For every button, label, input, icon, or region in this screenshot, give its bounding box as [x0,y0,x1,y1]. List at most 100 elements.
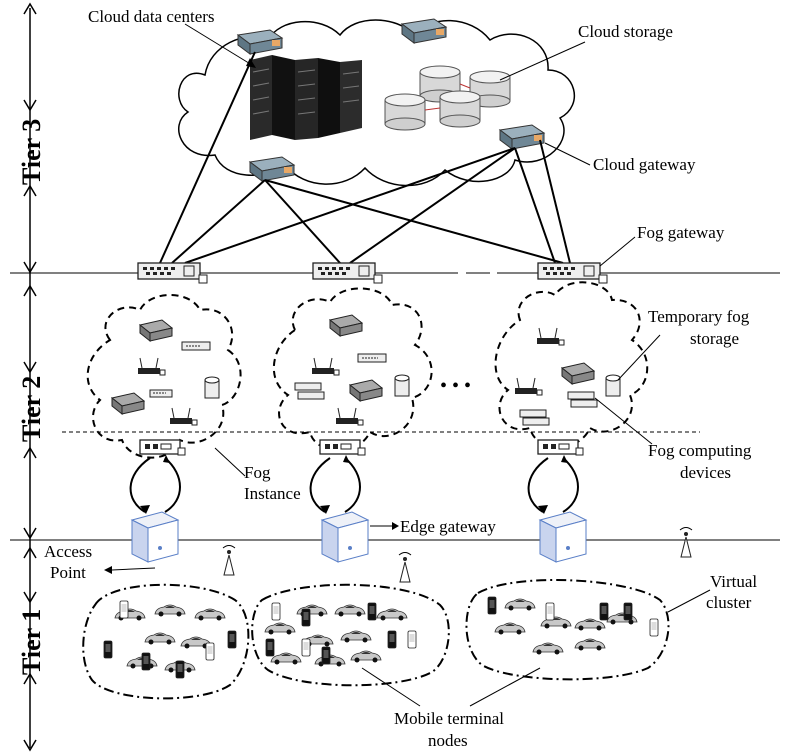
phone-icon [599,602,609,621]
fog-instance-3 [494,281,649,449]
phone-icon [301,638,311,657]
network-switch-icon [181,341,211,351]
cloud-fog-links [159,51,571,264]
car-icon [194,608,226,621]
phone-icon [103,640,113,659]
virtual-cluster-3 [465,579,670,681]
car-icon [264,622,296,635]
phone-icon [265,638,275,657]
fog-node-icon [319,439,366,456]
database-icon [605,374,621,397]
car-icon [270,652,302,665]
phone-icon [227,630,237,649]
phone-icon [175,660,185,679]
car-icon [532,642,564,655]
cloud-storage-databases [384,65,511,131]
wifi-router-icon [515,377,543,396]
database-icon [204,376,220,399]
virtual-cluster-label-1: Virtual [710,572,757,591]
car-icon [606,612,638,625]
network-switch-icon [137,262,208,284]
database-icon [384,93,426,131]
edge-server-icon [130,511,180,563]
virtual-cluster-1 [82,583,250,700]
car-icon [180,636,212,649]
fog-computing-devices-label-1: Fog computing [648,441,752,460]
cloud-data-centers-label: Cloud data centers [88,7,215,26]
fog-instance-2 [272,287,433,452]
fog-instance-label-2: Instance [244,484,301,503]
edge-gateway-label: Edge gateway [400,517,496,536]
network-switch-icon [519,409,550,426]
leader-lines [104,23,711,707]
virtual-cluster-label-2: cluster [706,593,752,612]
network-switch-icon [110,392,146,416]
tier-2-label: Tier 2 [17,376,46,442]
database-icon [439,90,481,128]
edge-server-icon [320,511,370,563]
car-icon [376,608,408,621]
network-switch-icon [294,382,325,400]
temporary-fog-storage-label-2: storage [690,329,739,348]
phone-icon [141,652,151,671]
fog-instance-label-1: Fog [244,463,271,482]
database-icon [394,374,410,397]
access-point-label-1: Access [44,542,92,561]
wifi-router-icon [138,357,166,376]
network-switch-icon [149,389,173,398]
wifi-router-icon [537,327,565,346]
antenna-icon [398,552,412,583]
network-switch-icon [138,319,174,343]
fog-edge-links [129,455,579,514]
car-icon [144,632,176,645]
fog-node-icon [139,439,186,456]
phone-icon [545,602,555,621]
phone-icon [271,602,281,621]
temporary-fog-storage-label-1: Temporary fog [648,307,750,326]
network-switch-icon [328,314,364,338]
fog-computing-devices-label-2: devices [680,463,731,482]
server-rack-icon [250,55,362,140]
car-icon [574,618,606,631]
network-switch-icon [357,353,387,363]
cloud-storage-label: Cloud storage [578,22,673,41]
mobile-terminal-nodes [103,596,659,679]
car-icon [504,598,536,611]
tier-1-label: Tier 1 [17,609,46,675]
phone-icon [367,602,377,621]
tier-3-label: Tier 3 [17,119,46,185]
gateway-icon [248,156,296,182]
car-icon [340,630,372,643]
wifi-router-icon [312,357,340,376]
phone-icon [321,646,331,665]
car-icon [540,616,572,629]
car-icon [334,604,366,617]
network-switch-icon [348,379,384,403]
car-icon [350,650,382,663]
network-switch-icon [537,262,608,284]
gateway-icon [400,18,448,44]
phone-icon [301,608,311,627]
cloud-gateway-label: Cloud gateway [593,155,696,174]
gateway-icon [236,29,284,55]
car-icon [574,638,606,651]
wifi-router-icon [336,407,364,426]
ellipsis-label: • • • [440,375,471,397]
car-icon [494,622,526,635]
edge-server-icon [538,511,588,563]
network-switch-icon [560,362,596,386]
fog-gateway-label: Fog gateway [637,223,725,242]
phone-icon [205,642,215,661]
tier-axis [23,2,37,752]
phone-icon [649,618,659,637]
fog-instance-1 [86,294,242,459]
antenna-icon [222,545,236,576]
network-switch-icon [567,391,598,408]
phone-icon [623,602,633,621]
antenna-icon [679,527,693,558]
car-icon [296,604,328,617]
phone-icon [487,596,497,615]
wifi-router-icon [170,407,198,426]
gateway-icon [498,124,546,150]
